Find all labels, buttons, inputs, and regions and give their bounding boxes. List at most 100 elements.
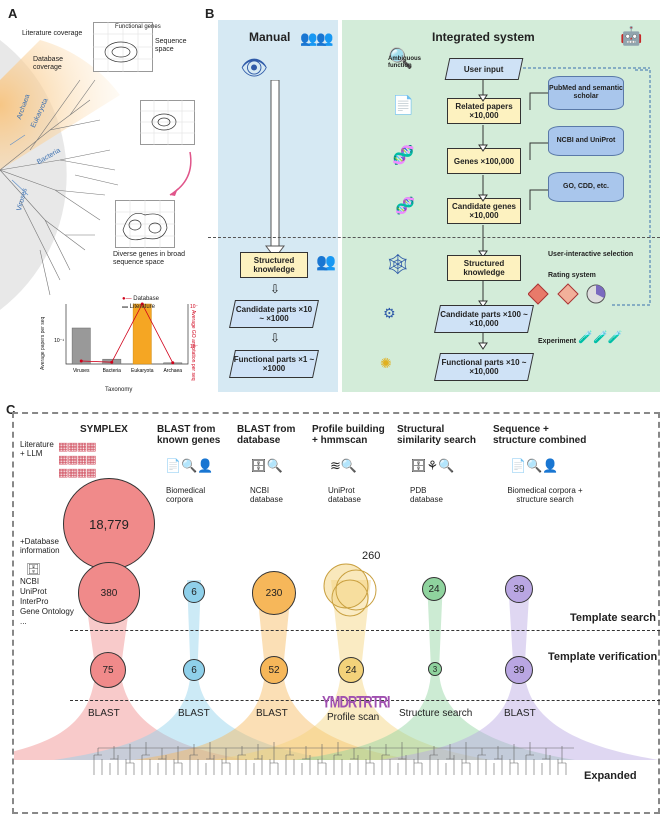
search-divider: [70, 630, 660, 631]
database-point: [110, 360, 114, 364]
magnifier-icon: 🔍: [388, 48, 413, 70]
network-icon: 🕸: [385, 254, 411, 276]
symplex-verify-circle: 75: [90, 652, 126, 688]
bar-viruses: [71, 327, 91, 365]
database-info-label: +Database information: [20, 537, 60, 555]
related-papers-box: Related papers ×10,000: [447, 98, 521, 124]
x-tick-label: Bacteria: [103, 368, 122, 374]
database-coverage-label: Database coverage: [33, 56, 63, 71]
y-tick-label: 10⁻¹: [54, 338, 64, 344]
col-header-blast-db: BLAST from database: [237, 424, 296, 446]
panel-c-frame: [12, 412, 660, 814]
sequence-space-box-3: [115, 200, 175, 248]
people-icon: 👥👥: [300, 30, 334, 46]
combined-search-icon: 📄🔍👤: [510, 458, 559, 473]
manual-candidate-text: Candidate parts ×10 ~ ×1000: [235, 305, 313, 323]
tree-branches: [93, 742, 574, 775]
int-candidate-text: Candidate parts ×100 ~ ×10,000: [440, 310, 528, 328]
integrated-functional-parts: Functional parts ×10 ~ ×10,000: [434, 353, 534, 381]
col-sub-combined: Biomedical corpora + structure search: [507, 486, 583, 504]
expanded-label: Expanded: [584, 770, 637, 782]
col-sub-structural: PDB database: [410, 486, 443, 504]
col-sub-profile: UniProt database: [328, 486, 361, 504]
db-list-item: NCBI: [20, 577, 40, 586]
user-interaction-divider: [208, 237, 660, 238]
db-list: NCBI UniProt InterPro Gene Ontology ...: [20, 577, 74, 627]
manual-functional-text: Functional parts ×1 ~ ×1000: [233, 355, 315, 373]
template-search-label: Template search: [570, 612, 657, 624]
pubmed-database: PubMed and semantic scholar: [548, 76, 624, 110]
db-list-item: Gene Ontology: [20, 607, 74, 616]
y2-tick-label: 10⁻³: [190, 344, 198, 350]
col-header-structural: Structural similarity search: [397, 424, 476, 446]
legend-database: ●— Database: [122, 296, 159, 302]
structural-method: Structure search: [399, 708, 473, 719]
manual-candidate-parts: Candidate parts ×10 ~ ×1000: [229, 300, 319, 328]
dna-small-icon: 🧬: [395, 198, 415, 215]
robot-icon: 🤖: [620, 26, 643, 46]
manual-arrow-3: ⇩: [270, 331, 281, 345]
template-verification-label: Template verification: [548, 651, 658, 663]
combined-search-circle: 39: [505, 575, 533, 603]
panel-a-label: A: [8, 6, 18, 21]
profile-verify-circle: 24: [338, 657, 364, 683]
db-search-icon-1: 🗄🔍: [250, 458, 283, 473]
int-functional-text: Functional parts ×10 ~ ×10,000: [441, 358, 527, 376]
x-tick-label: Archaea: [163, 368, 182, 374]
ncbi-uniprot-database: NCBI and UniProt: [548, 126, 624, 156]
database-line: [81, 303, 174, 363]
structural-search-circle: 24: [422, 577, 446, 601]
test-tubes-icon: 🧪🧪🧪: [578, 330, 623, 344]
blast-db-verify-circle: 52: [260, 656, 288, 684]
corpora-search-icon: 📄🔍👤: [165, 458, 214, 473]
parts-icon: ⚙: [383, 305, 396, 321]
blast-db-method: BLAST: [256, 708, 288, 719]
database-icon: 🗄: [26, 562, 42, 576]
paper-grid-icon: ▦▦▦▦▦▦▦▦▦▦▦▦: [58, 441, 97, 479]
panel-b-label: B: [205, 6, 215, 21]
database-point: [79, 359, 83, 363]
candidate-genes-box: Candidate genes ×10,000: [447, 198, 521, 224]
functional-genes-label: Functional genes: [115, 24, 161, 30]
combined-method: BLAST: [504, 708, 536, 719]
literature-llm-label: Literature + LLM: [20, 440, 54, 458]
chart-axes: [65, 304, 189, 365]
x-tick-label: Eukaryota: [131, 368, 154, 374]
blast-known-verify-circle: 6: [183, 659, 205, 681]
papers-icon: 📄: [392, 95, 415, 115]
profile-search-venn: [323, 563, 377, 617]
symplex-search-circle: 380: [78, 562, 140, 624]
col-header-symplex: SYMPLEX: [80, 424, 128, 435]
blast-known-search-circle: 6: [183, 581, 205, 603]
experiment-label: Experiment: [538, 338, 577, 345]
col-header-combined: Sequence + structure combined: [493, 424, 587, 446]
col-sub-blast-known: Biomedical corpora: [166, 486, 206, 504]
profile-search-icon: ≋🔍: [330, 458, 358, 473]
manual-title: Manual: [249, 30, 291, 44]
tree-of-life-graphic: [0, 40, 120, 310]
integrated-candidate-parts: Candidate parts ×100 ~ ×10,000: [434, 305, 534, 333]
combined-verify-circle: 39: [505, 656, 533, 684]
dna-icon: 🧬: [392, 145, 415, 165]
integrated-structured-knowledge: Structured knowledge: [447, 255, 521, 281]
verification-divider: [70, 700, 660, 701]
diverse-genes-label: Diverse genes in broad sequence space: [113, 251, 185, 266]
x-axis-label: Taxonomy: [105, 387, 133, 393]
col-header-profile: Profile building + hmmscan: [312, 424, 385, 446]
user-interactive-label: User-interactive selection: [548, 251, 634, 258]
legend-literature-text: Literature: [129, 304, 156, 310]
glow-parts-icon: ✺: [380, 355, 392, 371]
y-right-label: Average GO annotation per seq: [190, 310, 196, 381]
database-point: [171, 361, 175, 365]
rating-system-label: Rating system: [548, 272, 596, 279]
ambiguous-function-label: Ambiguous function: [388, 56, 421, 69]
literature-coverage-label: Literature coverage: [22, 30, 83, 37]
manual-flow-arrow: [265, 80, 285, 259]
blast-db-search-circle: 230: [252, 571, 296, 615]
y2-tick-label: 10⁻²: [190, 304, 198, 310]
phylogenetic-tree: [93, 742, 574, 775]
manual-functional-parts: Functional parts ×1 ~ ×1000: [229, 350, 319, 378]
profile-search-count: 260: [362, 550, 381, 562]
sequence-logo: YMDRTRTRI: [322, 691, 391, 712]
ribbon-0: [14, 580, 248, 760]
